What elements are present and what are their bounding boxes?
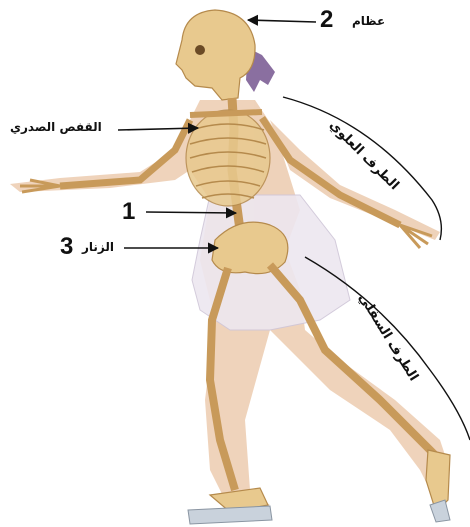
rib-cage-label: القفص الصدري	[10, 120, 102, 134]
skull	[176, 10, 255, 100]
girdle-number: 3	[60, 233, 73, 261]
bones-label: عظام	[352, 14, 385, 28]
bones-pointer	[248, 20, 316, 22]
bones-number: 2	[320, 6, 333, 34]
girdle-label: الزنار	[82, 240, 114, 254]
spine-number: 1	[122, 198, 135, 226]
spine-pointer	[146, 212, 236, 213]
left-skate	[188, 506, 272, 524]
